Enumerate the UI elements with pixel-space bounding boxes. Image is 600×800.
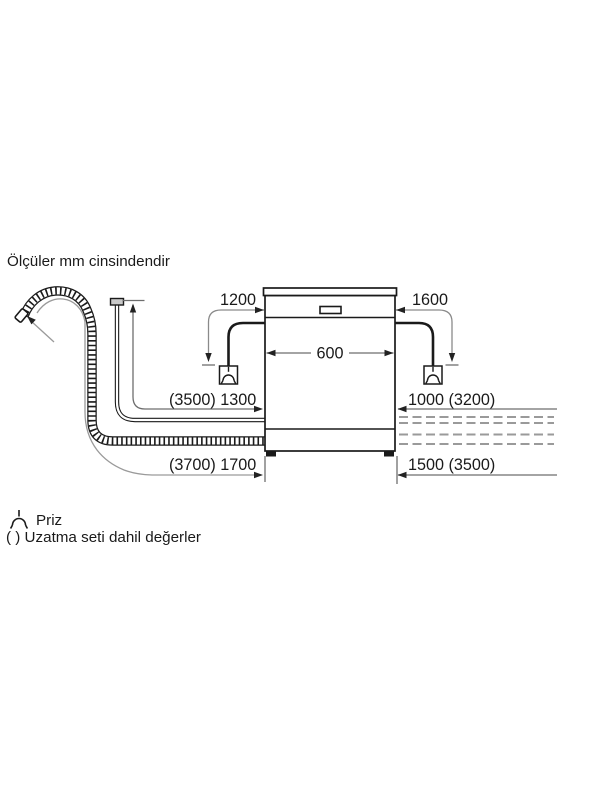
label-3500-1300: (3500) 1300 — [169, 391, 256, 409]
arrowhead-1600-down — [448, 353, 456, 362]
arrowhead-3500-up — [129, 303, 137, 313]
arrowhead-600-right — [384, 349, 394, 357]
label-1500-3500: 1500 (3500) — [408, 456, 495, 474]
corrugated-drain-hose — [14, 286, 265, 446]
water-supply-pipe — [109, 297, 265, 423]
drain-hose-end-cap — [14, 308, 29, 323]
legend-note: ( ) Uzatma seti dahil değerler — [6, 529, 201, 546]
dimension-1600 — [396, 306, 459, 366]
dimension-1200 — [202, 306, 264, 366]
plug-socket-icon-right — [423, 365, 443, 385]
arrowhead-1200-right — [255, 306, 264, 314]
tap-connector-icon — [109, 297, 125, 306]
legend: Priz ( ) Uzatma seti dahil değerler — [6, 510, 201, 546]
label-600: 600 — [316, 345, 343, 363]
plug-socket-icon-left — [218, 365, 239, 385]
dimension-3700-leader — [27, 298, 263, 479]
label-1600: 1600 — [412, 291, 448, 309]
hose-extension-dashed-lines — [399, 416, 554, 445]
arrowhead-600-left — [266, 349, 276, 357]
plug-legend-icon — [9, 510, 29, 529]
page-title: Ölçüler mm cinsindendir — [7, 252, 170, 270]
arrowhead-3700-right — [254, 471, 263, 479]
foot-right — [384, 451, 394, 457]
arrowhead-1500-left — [397, 471, 407, 479]
foot-left — [266, 451, 276, 457]
arrowhead-1000-left — [397, 405, 407, 413]
label-1200: 1200 — [220, 291, 256, 309]
dimension-1000-3200 — [397, 405, 557, 413]
label-1000-3200: 1000 (3200) — [408, 391, 495, 409]
power-cord-right — [395, 321, 435, 366]
arrowhead-1600-left — [396, 306, 405, 314]
label-3700-1700: (3700) 1700 — [169, 456, 256, 474]
arrowhead-hose-end — [27, 316, 36, 325]
legend-plug-label: Priz — [36, 512, 62, 529]
worktop — [262, 287, 398, 297]
dimension-1500-3500 — [397, 471, 557, 479]
door-handle — [319, 305, 342, 315]
dishwasher — [262, 287, 398, 457]
arrowhead-1200-down — [205, 353, 212, 362]
dimension-3500-1300 — [122, 299, 263, 413]
arrowhead-3500-right — [254, 405, 263, 413]
power-cord-left — [227, 321, 265, 366]
dimension-600 — [266, 349, 394, 357]
power-cords — [227, 321, 435, 366]
